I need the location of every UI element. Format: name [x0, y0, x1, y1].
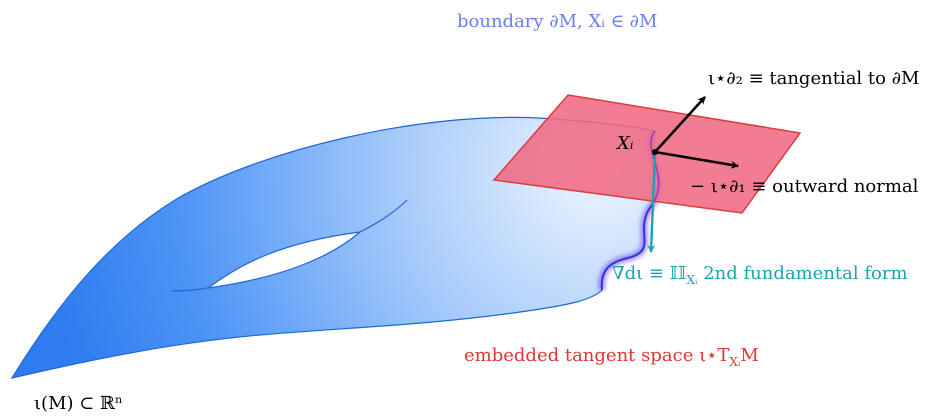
outward-normal-label: − ι⋆∂₁ ≡ outward normal: [690, 176, 919, 197]
second-form-tail: 2nd fundamental form: [697, 263, 907, 284]
manifold-label: ι(M) ⊂ ℝⁿ: [34, 393, 123, 414]
second-form-subscript: Xᵢ: [687, 273, 699, 287]
second-form-label: ∇dι ≡ 𝕀𝕀Xᵢ 2nd fundamental form: [612, 263, 908, 287]
second-form-main: ∇dι ≡ 𝕀𝕀: [612, 263, 687, 284]
boundary-label: boundary ∂M, Xᵢ ∈ ∂M: [457, 11, 657, 32]
tangent-plane: [492, 94, 802, 214]
tangential-label: ι⋆∂₂ ≡ tangential to ∂M: [708, 68, 919, 89]
tangent-space-label: embedded tangent space ι⋆TXᵢM: [464, 345, 759, 369]
tangent-space-tail: M: [740, 345, 758, 366]
point-label: Xᵢ: [615, 133, 634, 154]
second-fundamental-form-arrow: [647, 151, 657, 253]
surface-fold-line: [359, 199, 408, 233]
tangent-space-main: embedded tangent space ι⋆T: [464, 345, 729, 366]
tangent-space-subscript: Xᵢ: [729, 355, 741, 369]
outward-normal-arrow: [654, 150, 739, 169]
point-xi: [652, 149, 658, 155]
surface-fold-line-lower: [171, 287, 209, 292]
tangential-arrow: [654, 96, 706, 153]
